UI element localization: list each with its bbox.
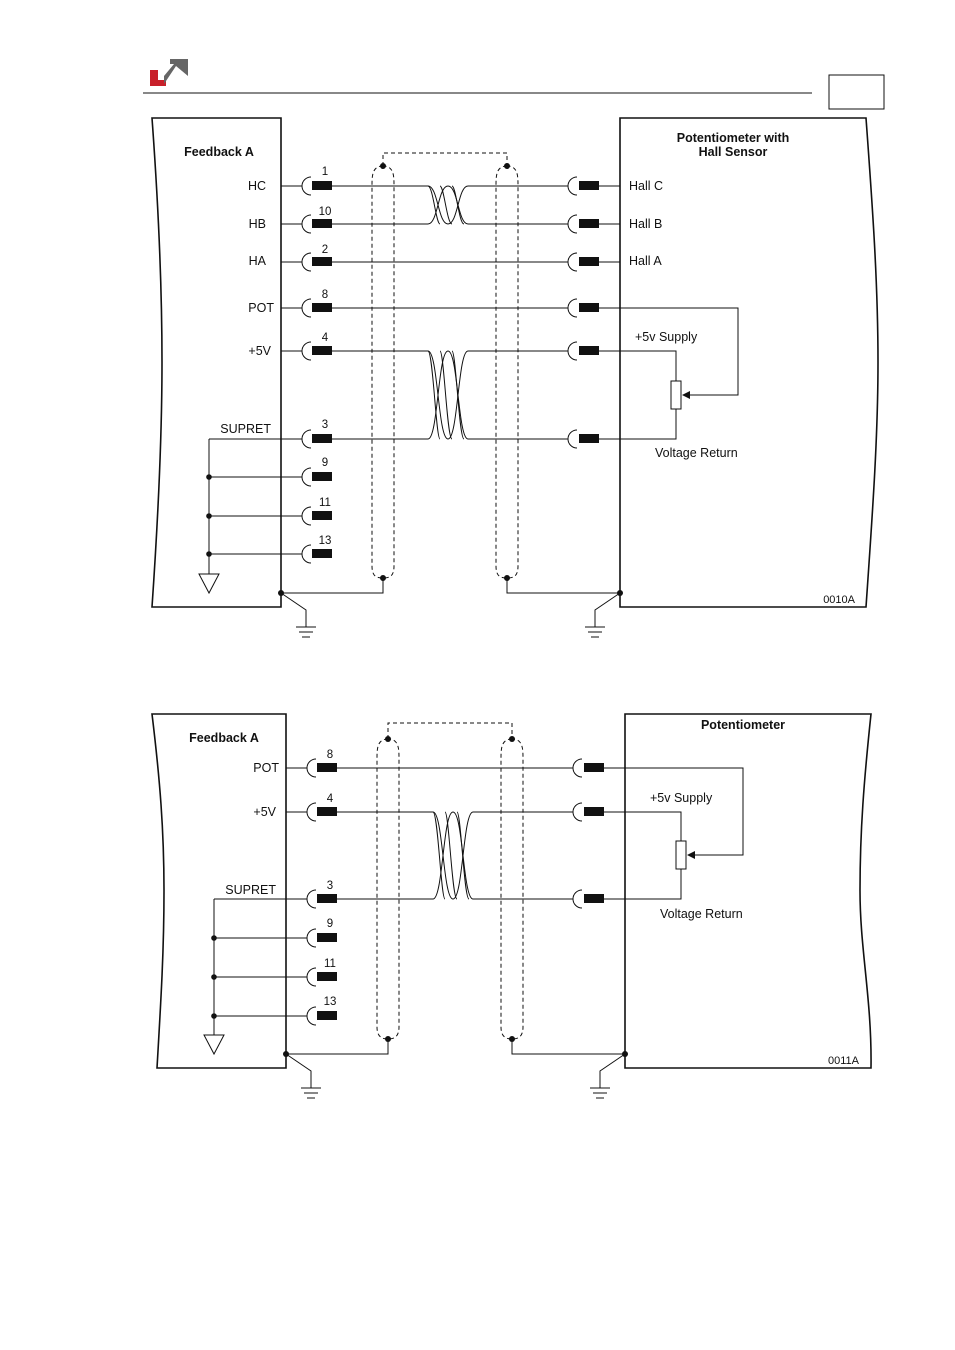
cable-wires [332, 186, 568, 439]
diagram-potentiometer-hall: Feedback A Potentiometer with Hall Senso… [152, 118, 878, 637]
cable-shield-left [372, 166, 394, 578]
cable-shield-right [496, 166, 518, 578]
left-connectors [209, 177, 332, 563]
sensor-label: Hall B [629, 217, 662, 231]
pin-number: 9 [327, 918, 333, 930]
sensor-label: +5v Supply [635, 330, 698, 344]
signal-label: POT [248, 301, 274, 315]
pin-number: 2 [322, 244, 328, 256]
pin-number: 11 [324, 958, 336, 970]
diagram-potentiometer: Feedback A Potentiometer 0011A [152, 714, 871, 1098]
earth-ground-icon [585, 593, 620, 637]
signal-label: HA [249, 254, 267, 268]
ground-wire-left [281, 578, 383, 593]
sensor-label: Hall A [629, 254, 662, 268]
ground-wire-left [286, 1039, 388, 1054]
pin-number: 4 [327, 793, 334, 805]
right-title: Potentiometer [701, 718, 785, 732]
signal-ground-icon [204, 1035, 224, 1054]
cable-shield-right [501, 739, 523, 1039]
right-title-line1: Potentiometer with [677, 131, 790, 145]
earth-ground-icon [590, 1054, 625, 1098]
signal-label: POT [253, 761, 279, 775]
pin-number: 1 [322, 166, 328, 178]
ground-wire-right [507, 578, 620, 593]
sensor-label: Hall C [629, 179, 663, 193]
cable-wires [337, 768, 573, 899]
pin-number: 8 [327, 749, 333, 761]
signal-label: +5V [248, 344, 271, 358]
pin-number: 13 [319, 535, 332, 547]
pin-number: 11 [319, 497, 331, 509]
shield-bridge [388, 723, 512, 739]
earth-ground-icon [281, 593, 316, 637]
pin-number: 3 [322, 419, 328, 431]
sensor-label: Voltage Return [660, 907, 743, 921]
diagram-code: 0011A [828, 1055, 860, 1067]
page-number-box [829, 75, 884, 109]
right-connectors [568, 177, 620, 448]
sensor-label: Voltage Return [655, 446, 738, 460]
pin-number: 4 [322, 332, 329, 344]
earth-ground-icon [286, 1054, 321, 1098]
right-title-line2: Hall Sensor [699, 145, 768, 159]
signal-label: HC [248, 179, 266, 193]
pin-number: 8 [322, 289, 328, 301]
pin-number: 13 [324, 996, 337, 1008]
pin-number: 3 [327, 880, 333, 892]
shield-bridge [383, 153, 507, 166]
signal-label: HB [249, 217, 266, 231]
company-logo [150, 59, 188, 86]
pin-number: 9 [322, 457, 328, 469]
potentiometer-box [625, 714, 871, 1068]
cable-shield-left [377, 739, 399, 1039]
signal-ground-icon [199, 574, 219, 593]
signal-label: SUPRET [225, 883, 276, 897]
left-title: Feedback A [184, 145, 254, 159]
signal-label: +5V [253, 805, 276, 819]
signal-label: SUPRET [220, 422, 271, 436]
diagram-code: 0010A [823, 594, 855, 606]
sensor-label: +5v Supply [650, 791, 713, 805]
pin-number: 10 [319, 206, 332, 218]
left-title: Feedback A [189, 731, 259, 745]
ground-wire-right [512, 1039, 625, 1054]
right-connectors [573, 759, 604, 908]
